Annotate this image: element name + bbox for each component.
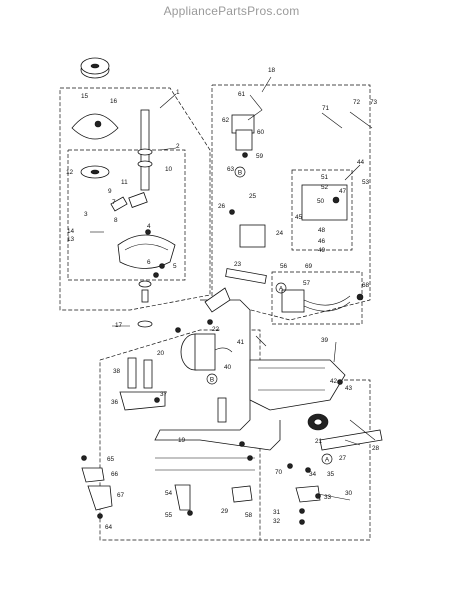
part-label-66: 66 — [111, 471, 119, 478]
part-label-67: 67 — [117, 492, 125, 499]
part-label-4: 4 — [147, 223, 151, 230]
part-label-3: 3 — [84, 211, 88, 218]
part-label-15: 15 — [81, 93, 89, 100]
part-label-53: 53 — [362, 179, 370, 186]
part-label-58: 58 — [245, 512, 253, 519]
part-label-60: 60 — [257, 129, 265, 136]
part-label-29: 29 — [221, 508, 229, 515]
part-label-54: 54 — [165, 490, 173, 497]
part-label-8: 8 — [114, 217, 118, 224]
part-label-51: 51 — [321, 174, 329, 181]
part-label-49: 49 — [318, 247, 326, 254]
part-label-14: 14 — [67, 228, 75, 235]
part-label-32: 32 — [273, 518, 281, 525]
part-label-41: 41 — [237, 339, 245, 346]
callout-b-lower: B — [210, 377, 214, 384]
part-label-28: 28 — [372, 445, 380, 452]
group-label-2: 2 — [176, 143, 180, 150]
part-label-57: 57 — [303, 280, 311, 287]
part-label-52: 52 — [321, 184, 329, 191]
part-label-25: 25 — [249, 193, 257, 200]
shaft-assembly — [137, 109, 153, 328]
part-label-73: 73 — [370, 99, 378, 106]
part-label-10: 10 — [165, 166, 173, 173]
part-label-17: 17 — [115, 322, 123, 329]
part-label-7: 7 — [112, 199, 116, 206]
boundary-lower-left — [99, 329, 261, 541]
part-label-22: 22 — [212, 326, 220, 333]
group-label-44: 44 — [357, 159, 365, 166]
part-label-50: 50 — [317, 198, 325, 205]
part-label-31: 31 — [273, 509, 281, 516]
boundary-group-44 — [291, 169, 353, 251]
switch-assembly — [229, 94, 373, 301]
part-label-33: 33 — [324, 494, 332, 501]
part-label-20: 20 — [157, 350, 165, 357]
part-label-59: 59 — [256, 153, 264, 160]
part-labels: 3 4 5 6 7 8 9 10 11 12 13 14 15 16 17 19… — [66, 91, 380, 531]
part-label-36: 36 — [111, 399, 119, 406]
part-label-24: 24 — [276, 230, 284, 237]
part-label-19: 19 — [178, 437, 186, 444]
part-label-35: 35 — [327, 471, 335, 478]
part-label-45: 45 — [295, 214, 303, 221]
part-label-12: 12 — [66, 169, 74, 176]
part-label-68: 68 — [362, 282, 370, 289]
part-label-71: 71 — [322, 105, 330, 112]
part-label-5: 5 — [173, 263, 177, 270]
part-label-42: 42 — [330, 378, 338, 385]
boundary-group-1 — [59, 87, 211, 311]
leader-lines — [112, 76, 361, 501]
part-label-55: 55 — [165, 512, 173, 519]
part-label-23: 23 — [234, 261, 242, 268]
part-label-27: 27 — [339, 455, 347, 462]
main-frame — [154, 268, 383, 473]
part-label-62: 62 — [222, 117, 230, 124]
part-label-46: 46 — [318, 238, 326, 245]
callout-b-upper: B — [238, 170, 242, 177]
group-label-1: 1 — [176, 89, 180, 96]
sensor-assembly — [281, 289, 351, 313]
part-label-65: 65 — [107, 456, 115, 463]
part-label-9: 9 — [108, 188, 112, 195]
part-label-47: 47 — [339, 188, 347, 195]
part-label-70: 70 — [275, 469, 283, 476]
boundary-group-18 — [211, 84, 371, 321]
callout-a-lower: A — [325, 457, 330, 464]
part-label-30: 30 — [345, 490, 353, 497]
part-label-37: 37 — [160, 391, 168, 398]
part-label-16: 16 — [110, 98, 118, 105]
group-labels: 1 2 18 44 — [176, 67, 365, 166]
motor-assembly — [119, 319, 233, 411]
watermark: AppliancePartsPros.com — [163, 4, 300, 18]
part-label-48: 48 — [318, 227, 326, 234]
part-label-6: 6 — [147, 259, 151, 266]
group-label-18: 18 — [268, 67, 276, 74]
hook-race-assembly — [90, 192, 176, 278]
part-label-72: 72 — [353, 99, 361, 106]
part-label-69: 69 — [305, 263, 313, 270]
part-label-26: 26 — [218, 203, 226, 210]
callout-markers: B A B A — [206, 166, 333, 465]
lower-parts — [81, 455, 321, 525]
part-label-11: 11 — [121, 179, 128, 186]
part-label-38: 38 — [113, 368, 121, 375]
part-label-63: 63 — [227, 166, 235, 173]
part-label-56: 56 — [280, 263, 288, 270]
part-label-43: 43 — [345, 385, 353, 392]
part-label-34: 34 — [309, 471, 317, 478]
part-label-13: 13 — [67, 236, 75, 243]
part-label-64: 64 — [105, 524, 113, 531]
part-label-40: 40 — [224, 364, 232, 371]
part-label-61: 61 — [238, 91, 246, 98]
bobbin-assembly — [71, 57, 119, 179]
part-label-39: 39 — [321, 337, 329, 344]
callout-a-upper: A — [279, 286, 284, 293]
part-label-21: 21 — [315, 438, 323, 445]
